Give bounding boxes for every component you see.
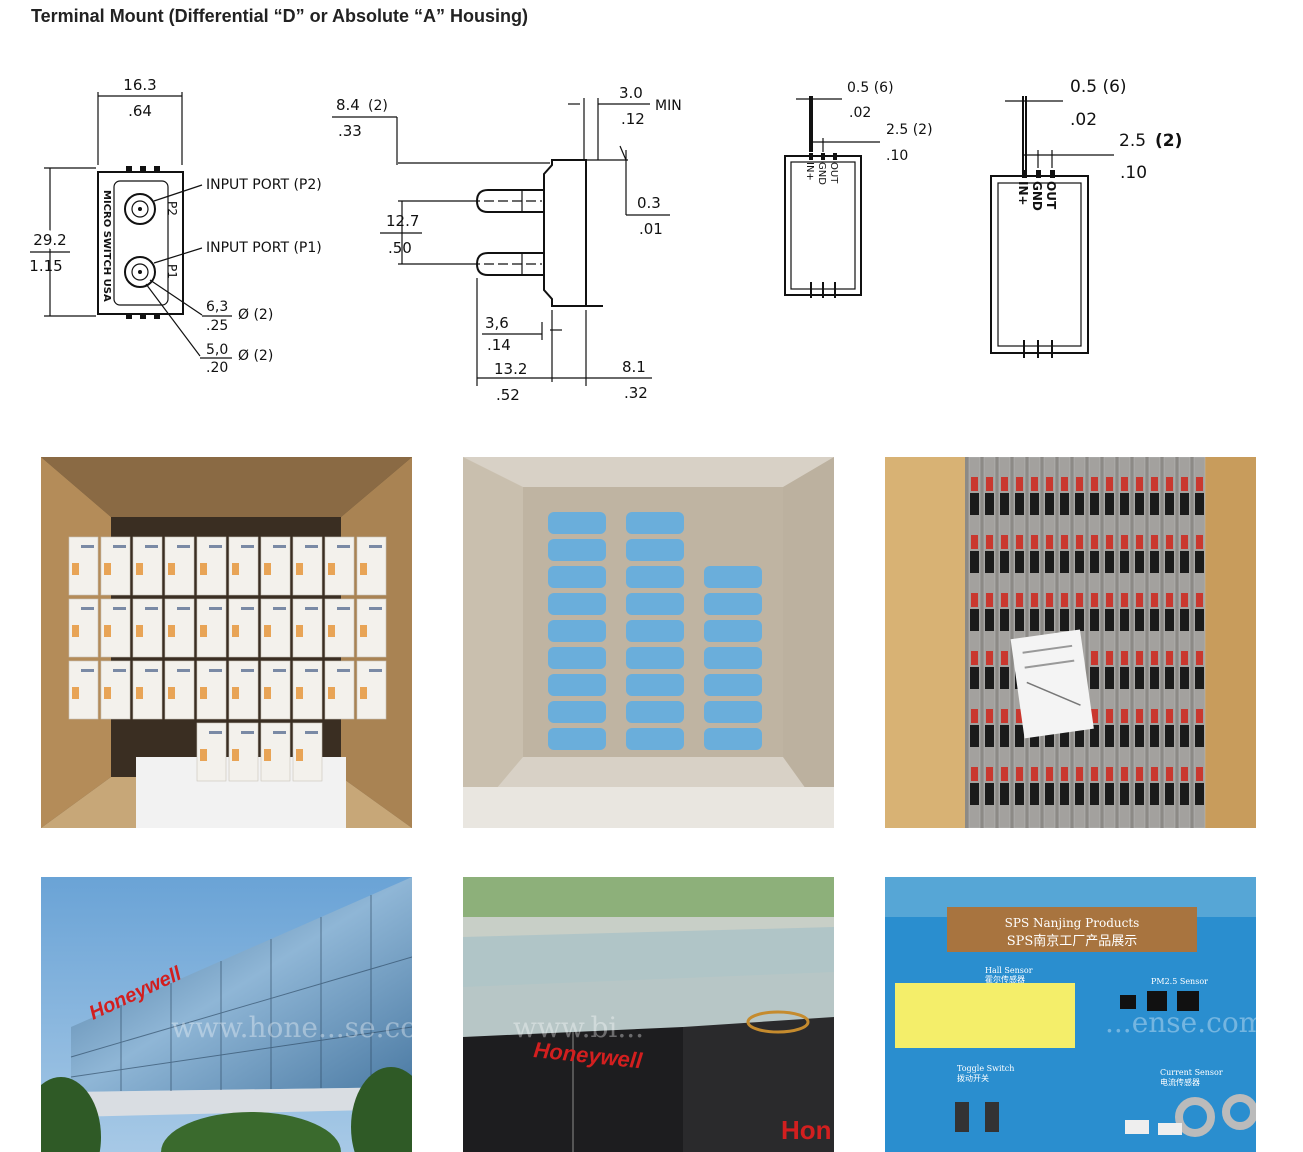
board-toggle: Toggle Switch xyxy=(957,1064,1014,1073)
svg-text:29.2: 29.2 xyxy=(33,231,66,249)
small-pin-1: IN+ xyxy=(804,162,815,181)
min-label: MIN xyxy=(655,98,682,114)
photo-showroom: Honeywell Hon www.bi... xyxy=(463,877,834,1152)
large-pitch-in: .10 xyxy=(1120,163,1147,183)
side-view: 8.4 (2) .33 3.0 MIN .12 12.7 .50 0.3 .01… xyxy=(332,84,682,404)
small-pitch-mm: 2.5 (2) xyxy=(886,122,933,138)
hole1-note: Ø (2) xyxy=(238,307,273,323)
total-in: .52 xyxy=(496,386,520,404)
hole1-mm: 6,3 xyxy=(206,299,228,315)
min-in: .12 xyxy=(621,110,645,128)
photo-tray-sensors xyxy=(885,457,1256,828)
watermark-display: ...ense.com xyxy=(1105,1006,1256,1039)
front-width-mm: 16.3 xyxy=(123,76,156,94)
hole2-in: .20 xyxy=(206,360,228,376)
board-hall-cn: 霍尔传感器 xyxy=(985,974,1025,984)
p2-label: P2 xyxy=(165,201,179,216)
photo-blue-sensors xyxy=(463,457,834,828)
front-height-in: 1.15 xyxy=(29,257,62,275)
port-len-note: (2) xyxy=(368,98,388,114)
small-pitch-in: .10 xyxy=(886,148,908,164)
large-pin-1: IN+ xyxy=(1016,181,1030,206)
port-len-mm: 8.4 xyxy=(336,96,360,114)
large-pin-mm: 0.5 (6) xyxy=(1070,77,1127,97)
input-port-p1: INPUT PORT (P1) xyxy=(206,240,322,256)
large-pitch-mm: 2.5 xyxy=(1119,131,1146,151)
large-pin-in: .02 xyxy=(1070,110,1097,130)
small-pin-2: GND xyxy=(816,162,827,185)
body-in: .32 xyxy=(624,384,648,402)
small-pin-mm: 0.5 (6) xyxy=(847,80,894,96)
section-heading: Terminal Mount (Differential “D” or Abso… xyxy=(31,6,528,26)
port-dia-in: .14 xyxy=(487,336,511,354)
min-mm: 3.0 xyxy=(619,84,643,102)
large-pin-3: OUT xyxy=(1044,181,1058,210)
photo-honeywell-building: Honeywell www.hone...se.com xyxy=(41,877,412,1152)
input-port-p2: INPUT PORT (P2) xyxy=(206,177,322,193)
pin-view-large: 0.5 (6) .02 2.5 (2) .10 IN+ GND OUT xyxy=(990,77,1182,358)
watermark-building: www.hone...se.com xyxy=(171,1011,412,1044)
front-view: 16.3 .64 MICRO SWITCH USA P2 P1 29.2 29.… xyxy=(29,76,321,376)
small-pin-3: OUT xyxy=(828,162,839,184)
board-current-cn: 电流传感器 xyxy=(1160,1077,1200,1087)
board-toggle-cn: 拨动开关 xyxy=(957,1073,989,1083)
watermark-showroom: www.bi... xyxy=(513,1011,644,1044)
board-hall: Hall Sensor xyxy=(985,966,1033,975)
total-mm: 13.2 xyxy=(494,360,527,378)
port-dia-mm: 3,6 xyxy=(485,314,509,332)
board-current: Current Sensor xyxy=(1160,1068,1223,1077)
thick-mm: 0.3 xyxy=(637,194,661,212)
board-pm: PM2.5 Sensor xyxy=(1151,977,1208,986)
front-width-in: .64 xyxy=(128,102,152,120)
thick-in: .01 xyxy=(639,220,663,238)
hole2-note: Ø (2) xyxy=(238,348,273,364)
body-mm: 8.1 xyxy=(622,358,646,376)
p1-label: P1 xyxy=(165,264,179,279)
photo-display-board: SPS Nanjing Products SPS南京工厂产品展示 Hall Se… xyxy=(885,877,1256,1152)
spacing-in: .50 xyxy=(388,239,412,257)
photo-boxed-products xyxy=(41,457,412,828)
dimension-drawing: 16.3 .64 MICRO SWITCH USA P2 P1 29.2 29.… xyxy=(29,76,1182,404)
front-height-mm: 29.2 xyxy=(33,231,66,249)
showroom-sign-partial: Hon xyxy=(781,1115,832,1145)
hole1-in: .25 xyxy=(206,318,228,334)
spacing-mm: 12.7 xyxy=(386,212,419,230)
board-title-cn: SPS南京工厂产品展示 xyxy=(1007,933,1138,949)
pin-view-small: 0.5 (6) .02 2.5 (2) .10 IN+ GND OUT xyxy=(784,80,933,298)
hole2-mm: 5,0 xyxy=(206,342,228,358)
large-pin-2: GND xyxy=(1030,181,1044,211)
port-len-in: .33 xyxy=(338,122,362,140)
large-pitch-note: (2) xyxy=(1155,131,1182,151)
board-title-en: SPS Nanjing Products xyxy=(1005,916,1140,930)
brand-text: MICRO SWITCH USA xyxy=(101,190,112,302)
small-pin-in: .02 xyxy=(849,105,871,121)
